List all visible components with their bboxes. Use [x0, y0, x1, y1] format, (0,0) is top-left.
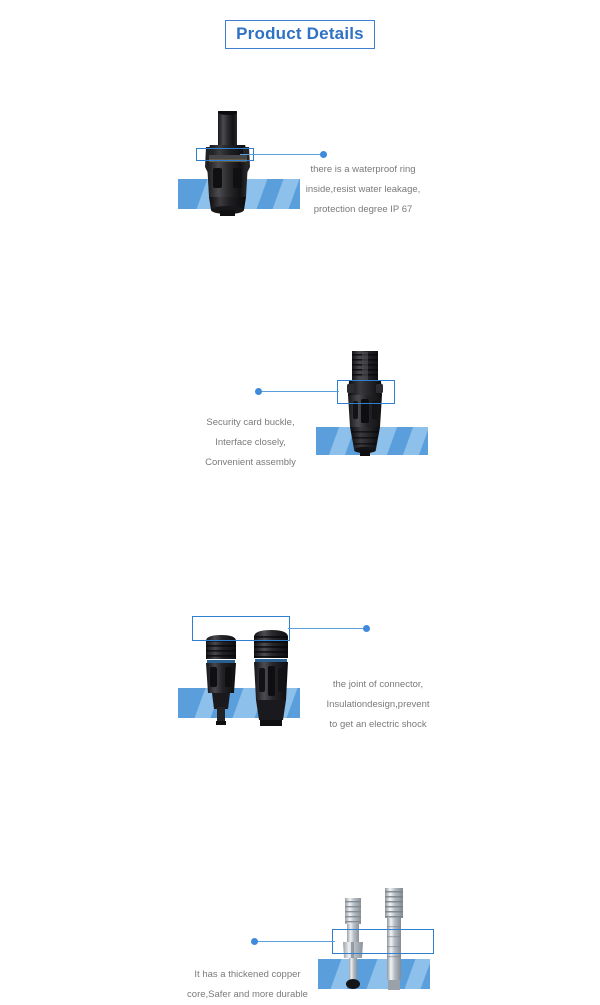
mc4-connector-male-image [245, 630, 297, 728]
product-details-page: Product Details [0, 20, 600, 1000]
caption-line: It has a thickened copper [194, 969, 301, 980]
caption-line: Interface closely, [215, 437, 286, 448]
security-buckle-callout-line [259, 391, 339, 392]
caption-line: inside,resist water leakage, [305, 184, 421, 195]
section-security-buckle: Security card buckle, Interface closely,… [0, 175, 600, 468]
caption-line: core,Safer and more durable [187, 989, 308, 1000]
caption-copper-core: It has a thickened copper core,Safer and… [170, 965, 325, 1005]
caption-security-buckle: Security card buckle, Interface closely,… [178, 413, 323, 473]
page-title-wrapper: Product Details [0, 20, 600, 49]
insulation-joint-highlight-box [192, 616, 290, 641]
mc4-connector-body-image [196, 111, 260, 216]
copper-core-highlight-box [332, 929, 434, 954]
caption-insulation-joint: the joint of connector, Insulationdesign… [303, 675, 453, 735]
caption-waterproof-ring: there is a waterproof ring inside,resist… [288, 160, 438, 220]
waterproof-ring-callout-dot [320, 151, 327, 158]
page-title: Product Details [225, 20, 375, 49]
caption-line: to get an electric shock [329, 719, 427, 730]
caption-line: Insulationdesign,prevent [326, 699, 430, 710]
security-buckle-highlight-box [337, 380, 395, 404]
copper-core-callout-dot [251, 938, 258, 945]
copper-core-callout-line [255, 941, 335, 942]
security-buckle-callout-dot [255, 388, 262, 395]
section-copper-core: It has a thickened copper core,Safer and… [0, 440, 600, 1000]
caption-line: Security card buckle, [206, 417, 295, 428]
caption-line: the joint of connector, [332, 679, 424, 690]
insulation-joint-callout-line [288, 628, 366, 629]
caption-line: there is a waterproof ring [310, 164, 416, 175]
decorative-band [318, 959, 430, 989]
section-insulation-joint: the joint of connector, Insulationdesign… [0, 305, 600, 730]
waterproof-ring-callout-line [240, 154, 323, 155]
mc4-connector-female-image [198, 635, 244, 725]
caption-line: protection degree IP 67 [313, 204, 413, 215]
insulation-joint-callout-dot [363, 625, 370, 632]
caption-line: Convenient assembly [205, 457, 296, 468]
section-waterproof-ring: there is a waterproof ring inside,resist… [0, 55, 600, 216]
